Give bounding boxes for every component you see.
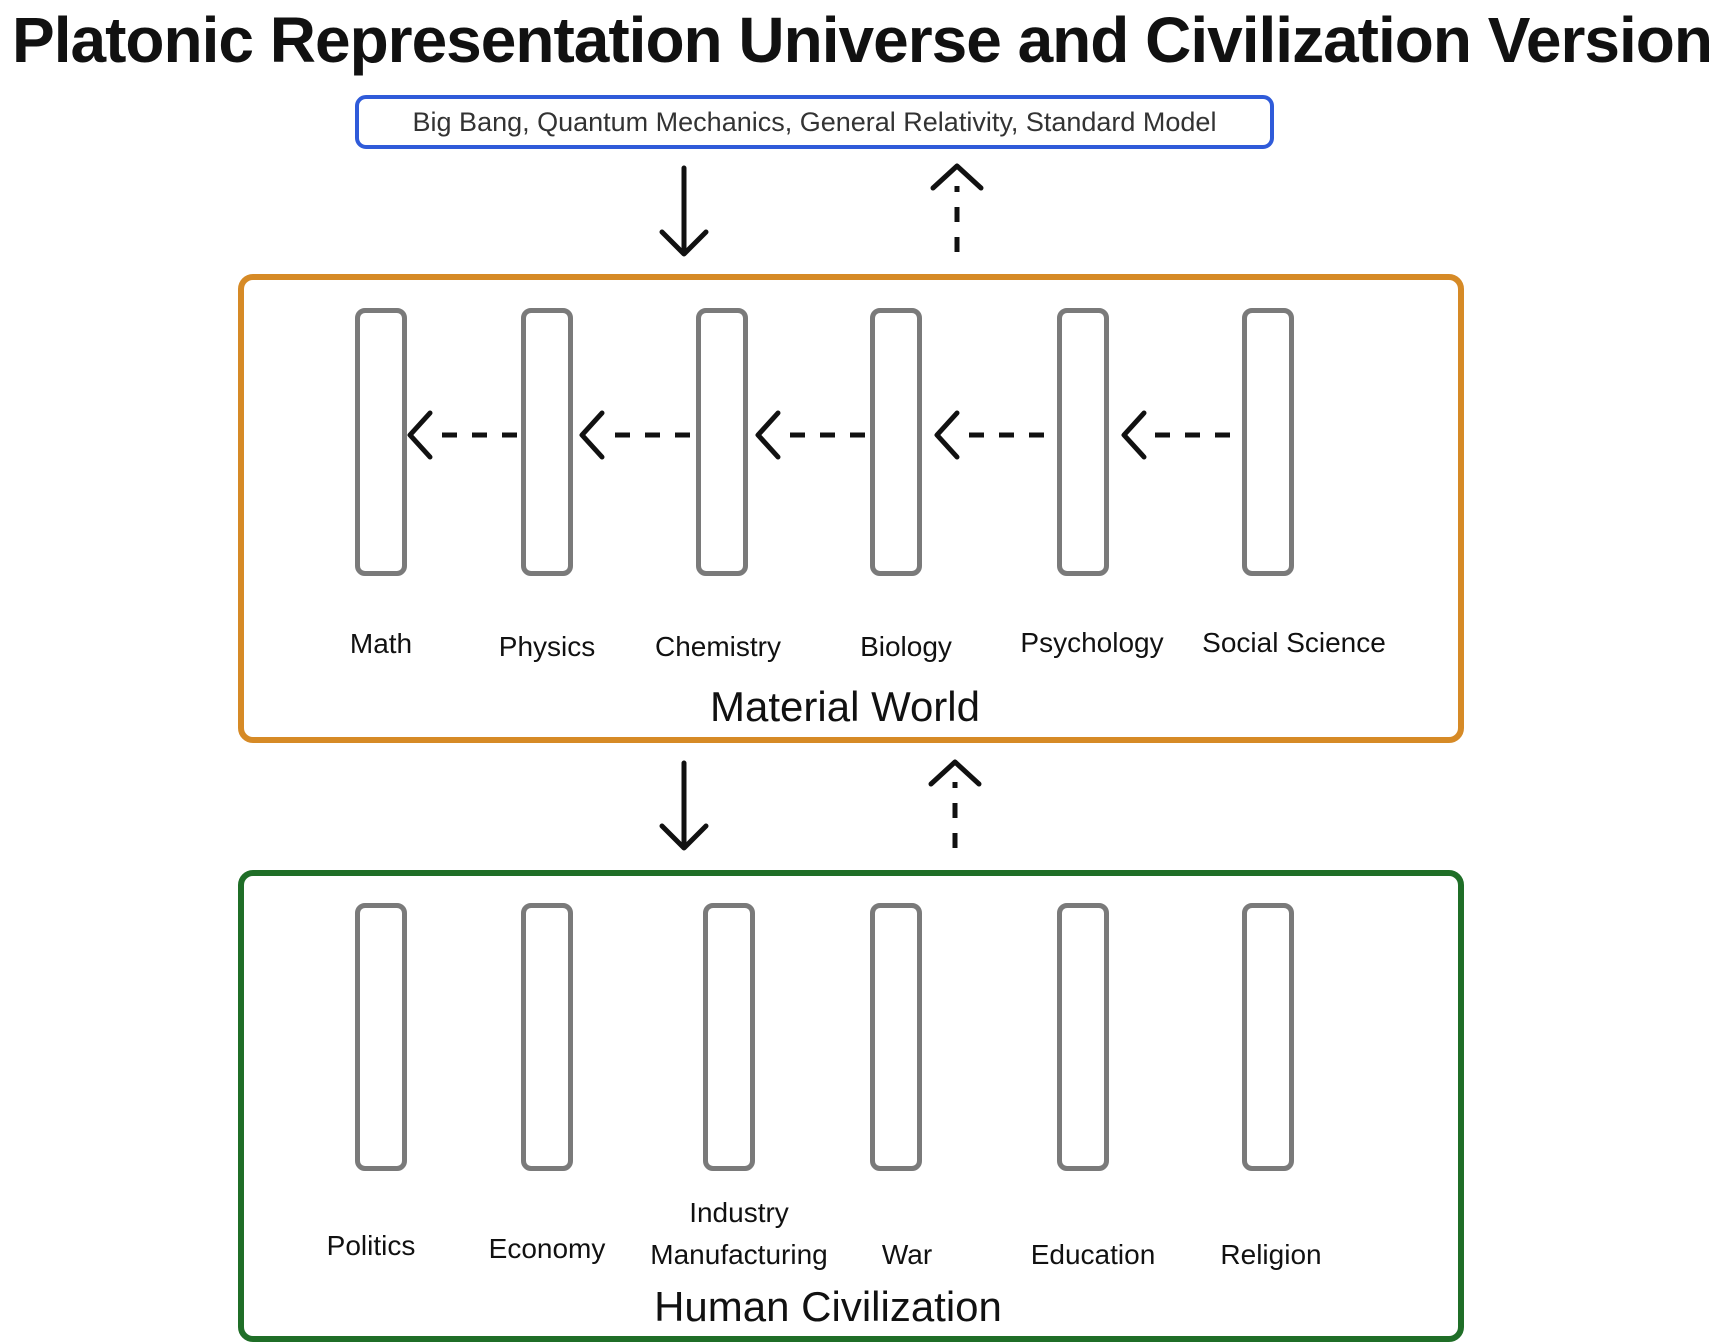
pillar-psychology — [1057, 308, 1109, 576]
label-politics: Politics — [326, 1230, 416, 1261]
label-education: Education — [1030, 1239, 1156, 1270]
arrow-up-dashed-material-to-universe-head — [930, 163, 984, 191]
label-religion: Religion — [1220, 1239, 1322, 1270]
page-title: Platonic Representation Universe and Civ… — [12, 4, 1713, 76]
label-chemistry: Chemistry — [654, 631, 782, 662]
pillar-industry-manufacturing — [703, 903, 755, 1171]
label-biology: Biology — [860, 631, 952, 662]
arrow-up-dashed-civilization-to-material-head — [928, 759, 982, 787]
label-math: Math — [349, 628, 413, 659]
label-physics: Physics — [498, 631, 596, 662]
human-civilization-panel — [238, 870, 1464, 1342]
label-economy: Economy — [488, 1233, 606, 1264]
pillar-chemistry — [696, 308, 748, 576]
label-social-science: Social Science — [1202, 627, 1386, 658]
label-manufacturing: Manufacturing — [650, 1239, 828, 1270]
pillar-math — [355, 308, 407, 576]
arrow-down-material-to-civilization — [659, 760, 709, 851]
pillar-education — [1057, 903, 1109, 1171]
material-world-title: Material World — [710, 683, 980, 730]
pillar-biology — [870, 308, 922, 576]
label-psychology: Psychology — [1020, 627, 1164, 658]
material-world-panel — [238, 274, 1464, 743]
human-civilization-title: Human Civilization — [654, 1283, 1002, 1330]
pillar-economy — [521, 903, 573, 1171]
arrow-down-universe-to-material — [659, 165, 709, 257]
universe-text: Big Bang, Quantum Mechanics, General Rel… — [412, 106, 1217, 137]
pillar-politics — [355, 903, 407, 1171]
pillar-religion — [1242, 903, 1294, 1171]
pillar-social-science — [1242, 308, 1294, 576]
pillar-war — [870, 903, 922, 1171]
label-war: War — [881, 1239, 933, 1270]
label-industry: Industry — [689, 1197, 789, 1228]
pillar-physics — [521, 308, 573, 576]
universe-box: Big Bang, Quantum Mechanics, General Rel… — [355, 95, 1274, 149]
